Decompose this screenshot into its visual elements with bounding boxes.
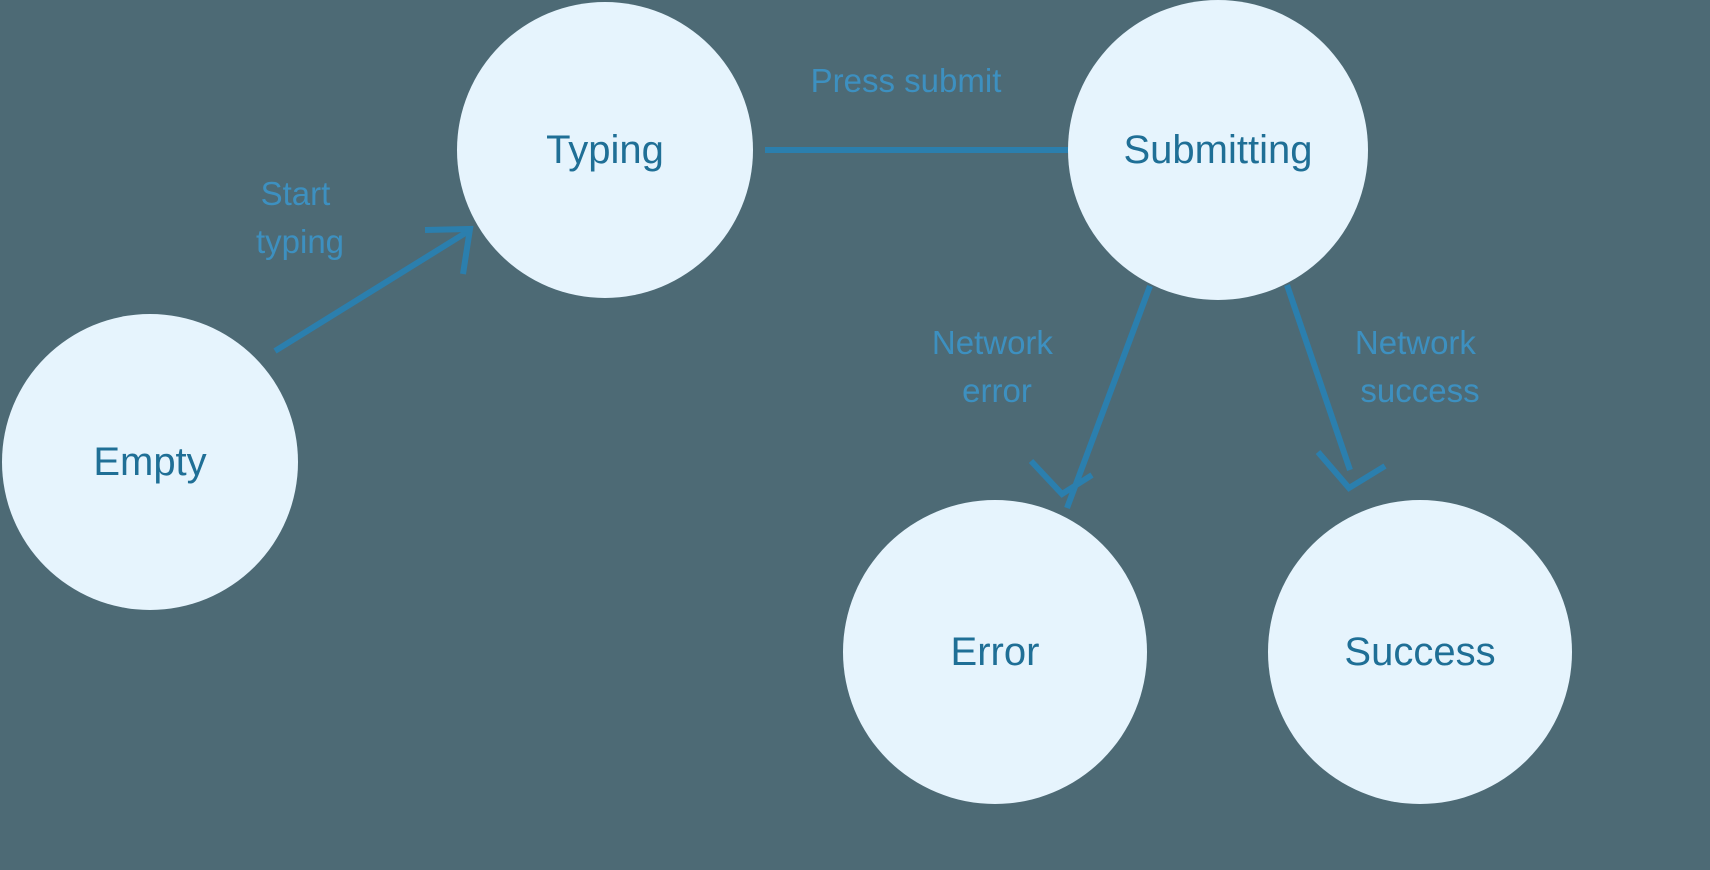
edge-label-start-typing: Start typing (256, 175, 344, 260)
edge-line-submitting-to-success (1284, 284, 1353, 471)
edge-label-press-submit-line-1: Press submit (811, 62, 1002, 99)
arrowhead-submitting-to-error (1028, 458, 1094, 498)
node-submitting[interactable]: Submitting (1068, 0, 1368, 300)
edge-submitting-to-success[interactable] (1284, 284, 1387, 492)
node-empty-circle (2, 314, 298, 610)
edge-label-start-typing-line-2: typing (256, 223, 344, 260)
node-error-label: Error (951, 630, 1040, 674)
node-success[interactable]: Success (1268, 500, 1572, 804)
edge-label-network-error-line-1: Network (932, 324, 1054, 361)
node-error[interactable]: Error (843, 500, 1147, 804)
edge-empty-to-typing[interactable] (273, 225, 474, 354)
edge-label-network-success-line-2: success (1360, 372, 1479, 409)
edge-label-network-success-line-1: Network (1355, 324, 1477, 361)
node-submitting-label: Submitting (1124, 128, 1313, 172)
arrowhead-empty-to-typing (424, 225, 474, 275)
arrowhead-submitting-to-success (1315, 450, 1387, 492)
edge-submitting-to-error[interactable] (1028, 284, 1153, 510)
edge-label-start-typing-line-1: Start (261, 175, 331, 212)
edge-label-network-success: Network success (1355, 324, 1485, 409)
node-typing-label: Typing (546, 128, 664, 172)
node-submitting-circle (1068, 0, 1368, 300)
node-empty-label: Empty (93, 440, 206, 484)
edge-line-submitting-to-error (1064, 284, 1153, 510)
edge-label-network-error-line-2: error (962, 372, 1032, 409)
node-success-circle (1268, 500, 1572, 804)
edge-label-press-submit: Press submit (811, 62, 1002, 99)
edge-line-empty-to-typing (273, 229, 469, 354)
node-typing[interactable]: Typing (457, 2, 753, 298)
node-error-circle (843, 500, 1147, 804)
node-success-label: Success (1344, 630, 1495, 674)
edge-label-network-error: Network error (932, 324, 1062, 409)
node-empty[interactable]: Empty (2, 314, 298, 610)
node-typing-circle (457, 2, 753, 298)
